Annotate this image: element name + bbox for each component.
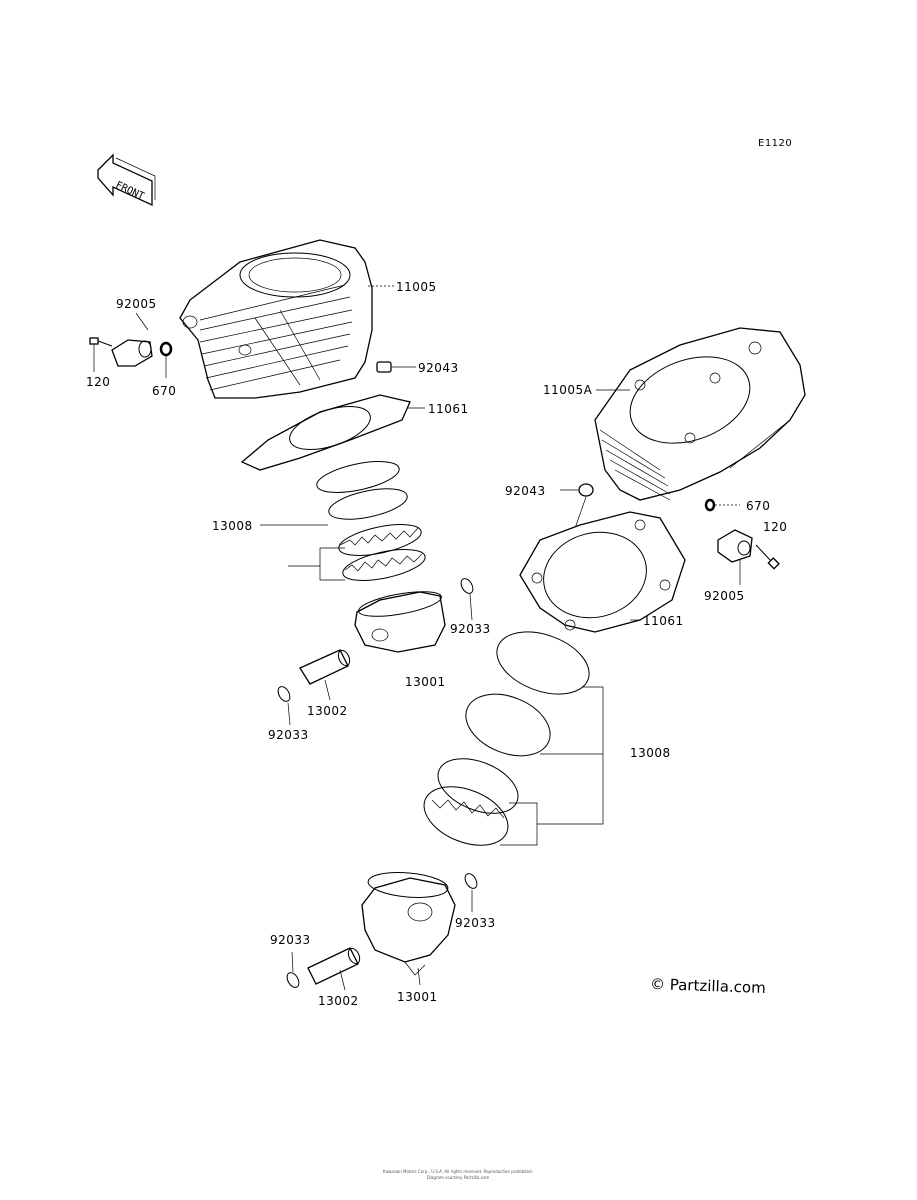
label-92033-upper[interactable]: 92033 (450, 622, 491, 636)
fitting-92005-right (717, 529, 753, 585)
footer-line-2: Diagram courtesy Partzilla.com (426, 1175, 490, 1180)
label-13002-lower[interactable]: 13002 (318, 994, 359, 1008)
label-13001-lower[interactable]: 13001 (397, 990, 438, 1004)
rings-13008-left (260, 461, 426, 581)
rings-13008-right (423, 631, 604, 846)
clip-92033-upper (460, 578, 474, 621)
oring-670-left (159, 341, 173, 378)
label-92043-left[interactable]: 92043 (418, 361, 459, 375)
bolt-120-right (755, 544, 780, 570)
clip-92033-lower-right (464, 873, 478, 912)
piston-13001-upper (354, 591, 446, 653)
cylinder-11005A-right (594, 327, 806, 501)
label-11005[interactable]: 11005 (396, 280, 437, 294)
label-120-left[interactable]: 120 (86, 375, 111, 389)
label-670-left[interactable]: 670 (152, 384, 177, 398)
label-13008-left[interactable]: 13008 (212, 519, 253, 533)
label-13008-right[interactable]: 13008 (630, 746, 671, 760)
label-670-right[interactable]: 670 (746, 499, 771, 513)
bolt-120-left (89, 337, 113, 372)
label-92005-left[interactable]: 92005 (116, 297, 157, 311)
clip-92033-lower-left (286, 951, 300, 988)
piston-13001-lower (361, 872, 456, 986)
fitting-92005-left (111, 339, 153, 367)
pin-13002-lower (307, 947, 361, 991)
label-92005-right[interactable]: 92005 (704, 589, 745, 603)
oring-670-right (704, 498, 740, 512)
clip-92033-left (277, 686, 291, 726)
label-13001-upper[interactable]: 13001 (405, 675, 446, 689)
label-11005A[interactable]: 11005A (543, 383, 593, 397)
label-11061-left[interactable]: 11061 (428, 402, 469, 416)
dowel-92043-left (376, 361, 416, 373)
label-92043-right[interactable]: 92043 (505, 484, 546, 498)
diagram-code: E1120 (758, 138, 793, 149)
pin-13002-upper (299, 649, 351, 701)
label-92033-lower-right[interactable]: 92033 (455, 916, 496, 930)
label-92033-lower-left[interactable]: 92033 (270, 933, 311, 947)
label-92033-left[interactable]: 92033 (268, 728, 309, 742)
gasket-11061-left (240, 394, 425, 471)
gasket-11061-right (519, 511, 686, 633)
label-11061-right[interactable]: 11061 (643, 614, 684, 628)
front-arrow-icon: FRONT (97, 153, 156, 207)
label-120-right[interactable]: 120 (763, 520, 788, 534)
label-13002-upper[interactable]: 13002 (307, 704, 348, 718)
cylinder-11005-left (179, 239, 373, 399)
footer-line-1: Kawasaki Motors Corp., U.S.A. All rights… (383, 1169, 533, 1174)
